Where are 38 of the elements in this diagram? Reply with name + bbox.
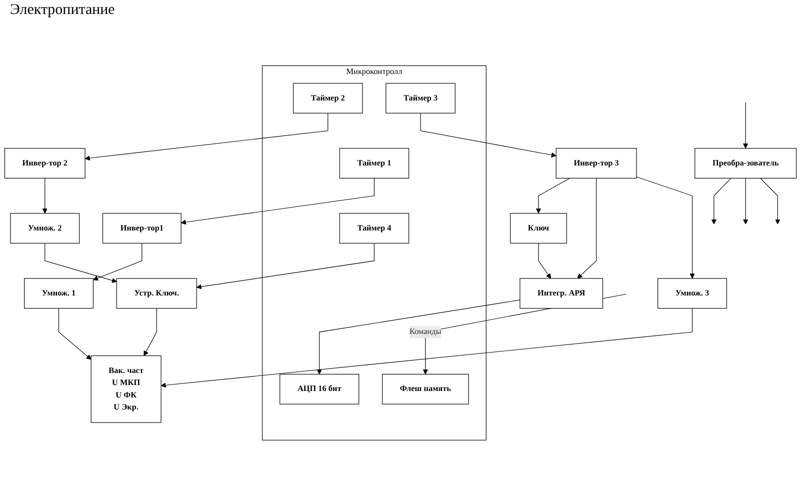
arrow: [196, 243, 374, 290]
node-box: Инвер-тор 3: [556, 148, 637, 179]
arrow: [44, 243, 117, 283]
arrow: [743, 102, 748, 149]
node-box: Таймер 4: [339, 213, 410, 244]
edge-label: Команды: [410, 328, 442, 336]
node-box: Умнож. 1: [24, 278, 94, 309]
arrow: [577, 178, 597, 279]
node-box: Инвер-тор 2: [4, 148, 86, 179]
arrow: [536, 178, 570, 214]
arrow: [92, 243, 142, 281]
node-box: Таймер 2: [293, 83, 363, 114]
arrow: [538, 243, 552, 279]
arrow: [84, 112, 328, 161]
node-box: Преобра-зователь: [694, 148, 797, 179]
arrow: [743, 178, 748, 225]
node-box: Ключ: [510, 213, 567, 244]
arrow: [58, 308, 92, 360]
arrow: [42, 178, 48, 214]
arrow: [180, 178, 374, 225]
node-box: Таймер 1: [339, 148, 410, 179]
node-box: Умнож. 2: [10, 213, 80, 244]
node-box: Вак. част U МКП U ФК U Экр.: [90, 356, 162, 423]
arrow: [144, 308, 157, 356]
arrow: [420, 112, 556, 158]
node-box: Устр. Ключ.: [116, 278, 197, 309]
arrow: [316, 300, 520, 375]
arrow: [160, 308, 693, 388]
arrow: [711, 178, 732, 225]
node-box: Умнож. 3: [658, 278, 727, 309]
node-box: Инвер-тор1: [102, 213, 182, 244]
arrow: [636, 176, 695, 279]
note-text: Электропитание: [10, 2, 115, 18]
node-box: Интегр. АРЯ: [520, 278, 604, 309]
node-box: Таймер 3: [386, 83, 456, 114]
node-box: Флеш память: [382, 374, 469, 404]
arrow: [760, 178, 780, 225]
node-box: АЦП 16 бит: [280, 374, 360, 404]
